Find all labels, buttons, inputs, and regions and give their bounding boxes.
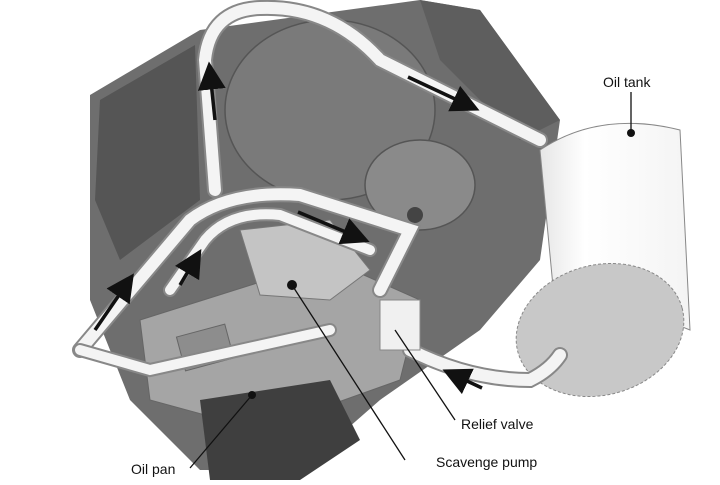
flow-arrows [93,61,483,395]
arrow-up-right-icon [93,273,134,331]
arrow-up-right-icon [175,248,202,286]
label-oil-pan: Oil pan [131,461,176,477]
arrow-up-icon [197,61,226,121]
arrow-right-icon [297,210,370,245]
oil-pipes [72,0,568,389]
label-relief-valve: Relief valve [461,416,534,432]
label-scavenge-pump: Scavenge pump [436,454,538,470]
arrow-left-icon [442,368,483,395]
leader-lines [189,92,632,469]
label-oil-tank: Oil tank [603,74,651,90]
arrow-down-right-icon [407,75,480,112]
